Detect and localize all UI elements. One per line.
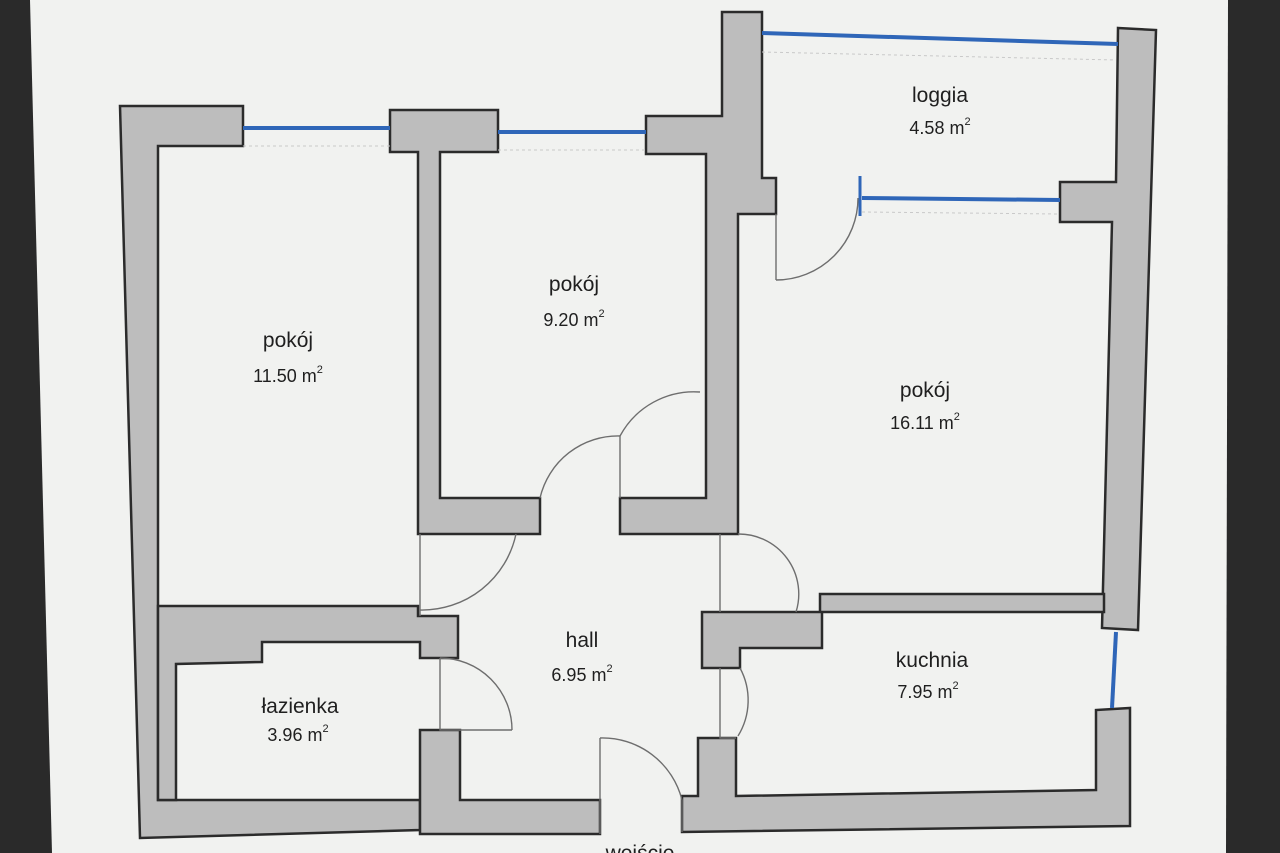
room-1-name: pokój: [263, 329, 313, 352]
door-hall-room3: [719, 533, 800, 613]
wall-room1-bottom: [156, 604, 460, 802]
room-3-area: 16.11 m2: [890, 411, 960, 433]
hall-name: hall: [566, 629, 599, 652]
guide-lines: [243, 51, 1117, 215]
door-loggia: [775, 197, 859, 281]
kitchen-area: 7.95 m2: [897, 680, 958, 702]
door-entrance: [599, 737, 683, 834]
bathroom-area: 3.96 m2: [267, 723, 328, 745]
door-room1: [419, 533, 517, 616]
room-2-area: 9.20 m2: [543, 308, 604, 330]
door-room3: [619, 391, 701, 437]
wall-bottom-right: [680, 706, 1132, 834]
room-1-area: 11.50 m2: [253, 364, 323, 386]
wall-partition-2-3: [618, 10, 778, 536]
walls: [118, 10, 1158, 840]
hall-area: 6.95 m2: [551, 663, 612, 685]
loggia-area: 4.58 m2: [909, 116, 970, 138]
doors: [419, 197, 859, 834]
room-2-name: pokój: [549, 273, 599, 296]
kitchen-name: kuchnia: [896, 649, 969, 672]
door-bathroom: [439, 657, 513, 731]
bathroom-name: łazienka: [261, 695, 338, 718]
windows: [243, 31, 1119, 709]
guide-line: [761, 51, 1117, 61]
door-kitchen: [719, 667, 749, 739]
window-room3-loggia: [861, 196, 1061, 202]
door-room2: [539, 435, 621, 499]
wall-right-outer: [1058, 26, 1158, 632]
window-loggia: [761, 31, 1119, 46]
entrance-label: wejście: [605, 842, 675, 853]
loggia-name: loggia: [912, 84, 968, 107]
room-labels: pokój 11.50 m2 pokój 9.20 m2 pokój 16.11…: [253, 84, 970, 853]
window-kitchen: [1110, 631, 1118, 709]
room-3-name: pokój: [900, 379, 950, 402]
wall-kitchen-top: [700, 592, 1106, 670]
